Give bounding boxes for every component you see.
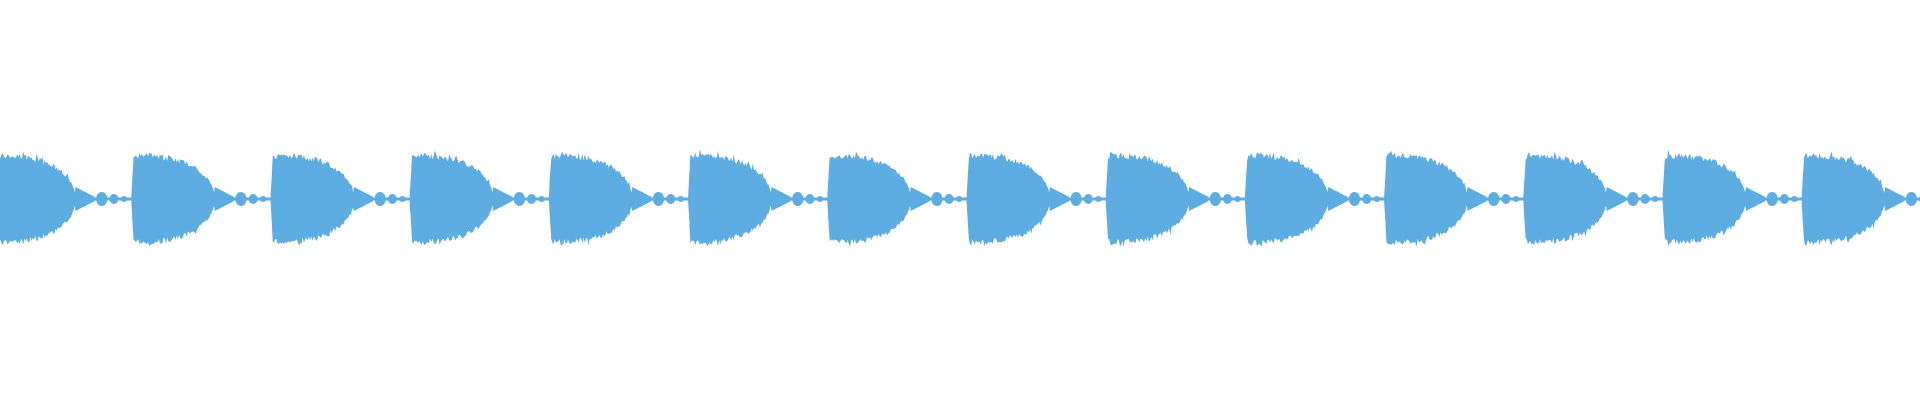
tail-layer: [0, 192, 1920, 206]
waveform-baseline: [0, 197, 1920, 201]
